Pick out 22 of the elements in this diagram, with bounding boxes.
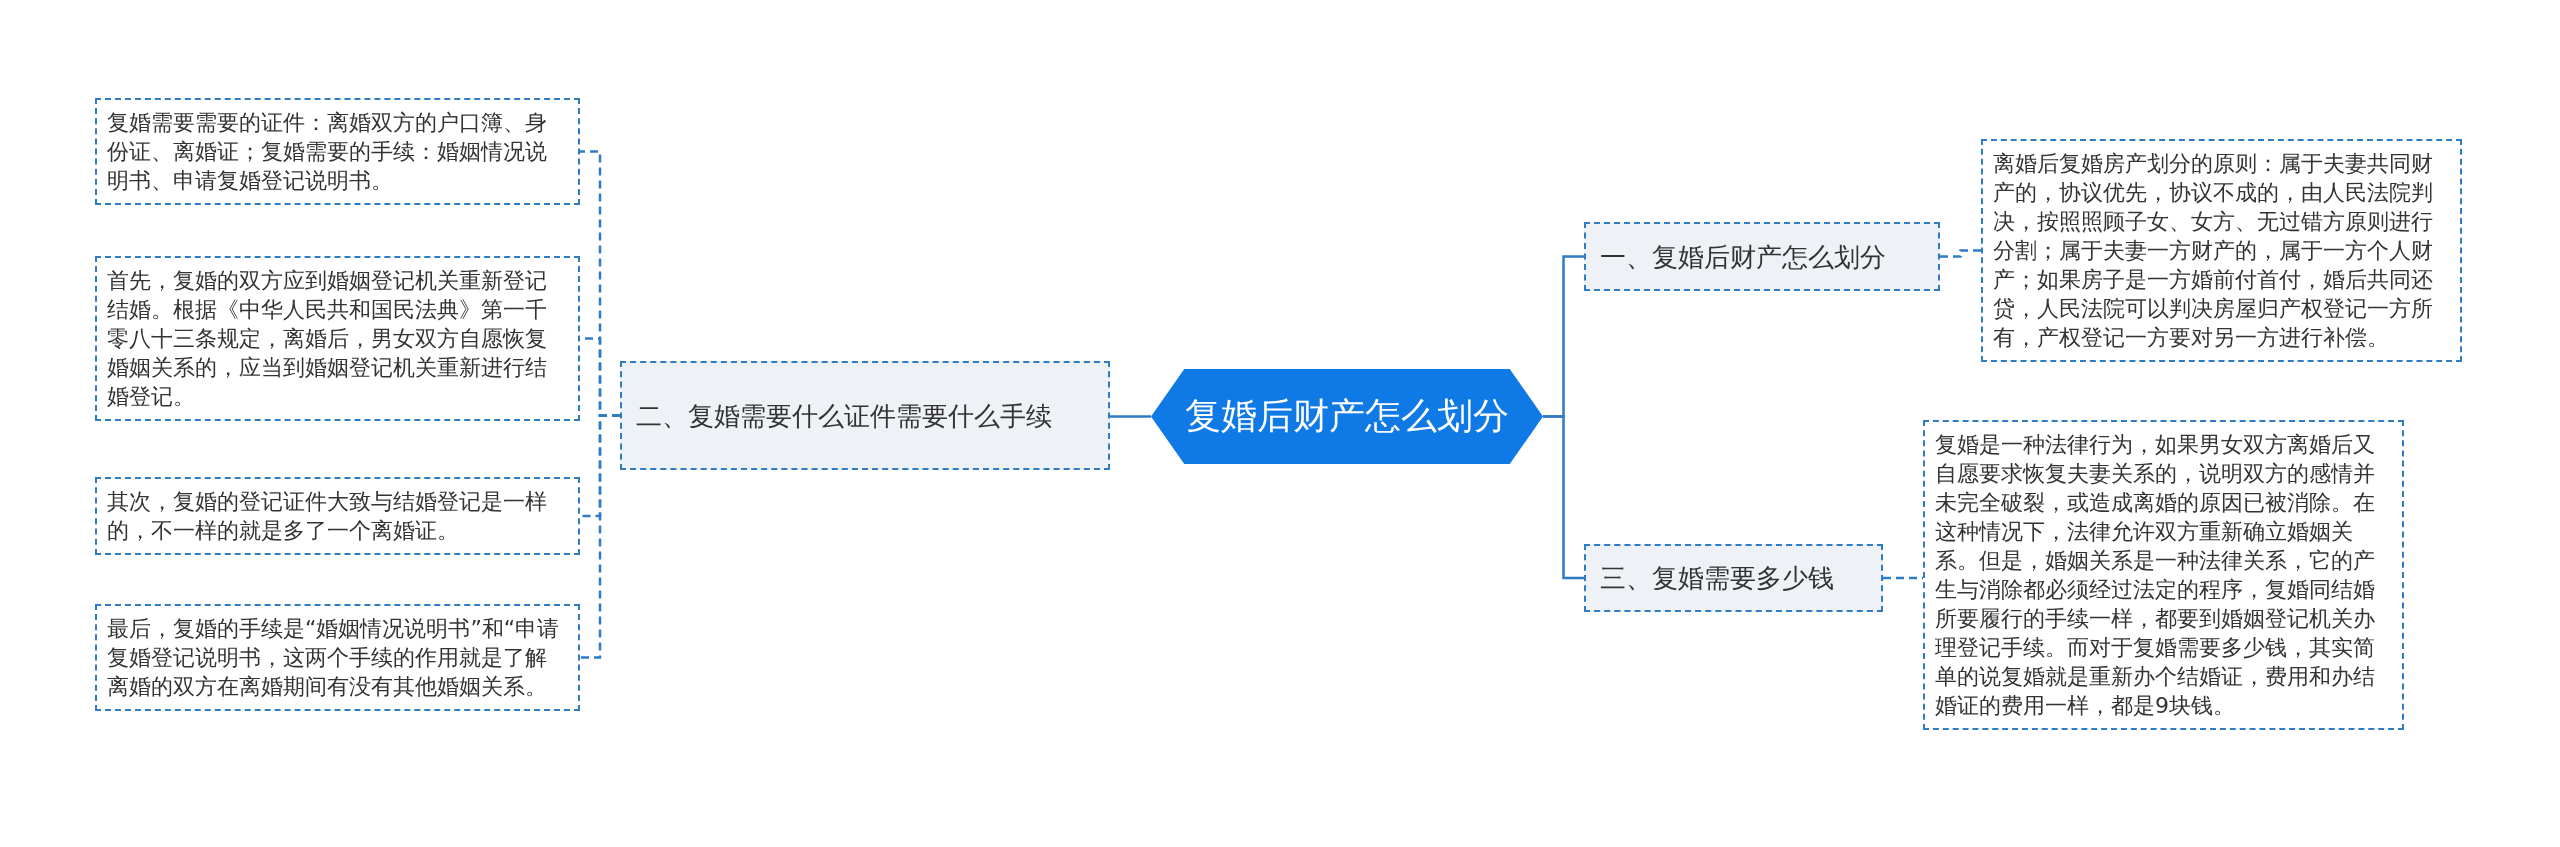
topic-text: 一、复婚后财产怎么划分 bbox=[1600, 240, 1886, 274]
connector-line bbox=[1940, 249, 1981, 258]
connector-line bbox=[1543, 415, 1584, 580]
note-box bbox=[95, 604, 580, 711]
connector-line bbox=[580, 414, 620, 659]
topic-box bbox=[620, 361, 1110, 470]
topic-box bbox=[1584, 544, 1883, 612]
note-text: 首先，复婚的双方应到婚姻登记机关重新登记结婚。根据《中华人民共和国民法典》第一千零八十三条规定，离婚后，男女双方自愿恢复婚姻关系的，应当到婚姻登记机关重新进行结婚登记。 bbox=[107, 267, 548, 411]
note-box bbox=[95, 98, 580, 205]
note-text: 离婚后复婚房产划分的原则：属于夫妻共同财产的，协议优先，协议不成的，由人民法院判决，按照照顾子女、女方、无过错方原则进行分割；属于夫妻一方财产的，属于一方个人财产；如果房子是一方婚前付首付，婚后共同还贷，人民法院可以判决房屋归产权登记一方所有，产权登记一方要对另一方进行补偿。 bbox=[1993, 150, 2434, 352]
topic-box bbox=[1584, 222, 1940, 291]
topic-text: 二、复婚需要什么证件需要什么手续 bbox=[636, 399, 1052, 433]
note-box bbox=[95, 477, 580, 555]
note-text: 复婚是一种法律行为，如果男女双方离婚后又自愿要求恢复夫妻关系的，说明双方的感情并未完全破裂，或造成离婚的原因已被消除。在这种情况下，法律允许双方重新确立婚姻关系。但是，婚姻关系是一种法律关系，它的产生与消除都必须经过法定的程序，复婚同结婚所要履行的手续一样，都要到婚姻登记机关办理登记手续。而对于复婚需要多少钱，其实简单的说复婚就是重新办个结婚证，费用和办结婚证的费用一样，都是9块钱。 bbox=[1935, 431, 2376, 720]
note-box bbox=[95, 256, 580, 421]
central-topic-text: 复婚后财产怎么划分 bbox=[1185, 394, 1509, 438]
topic-text: 三、复婚需要多少钱 bbox=[1600, 562, 1834, 595]
note-box bbox=[1981, 139, 2462, 362]
connector-line bbox=[1110, 415, 1151, 418]
note-text: 最后，复婚的手续是“婚姻情况说明书”和“申请复婚登记说明书，这两个手续的作用就是了解离婚的双方在离婚期间有没有其他婚姻关系。 bbox=[107, 615, 561, 701]
note-text: 其次，复婚的登记证件大致与结婚登记是一样的，不一样的就是多了一个离婚证。 bbox=[107, 488, 548, 545]
note-text: 复婚需要需要的证件：离婚双方的户口簿、身份证、离婚证；复婚需要的手续：婚姻情况说明书、申请复婚登记说明书。 bbox=[107, 109, 548, 195]
